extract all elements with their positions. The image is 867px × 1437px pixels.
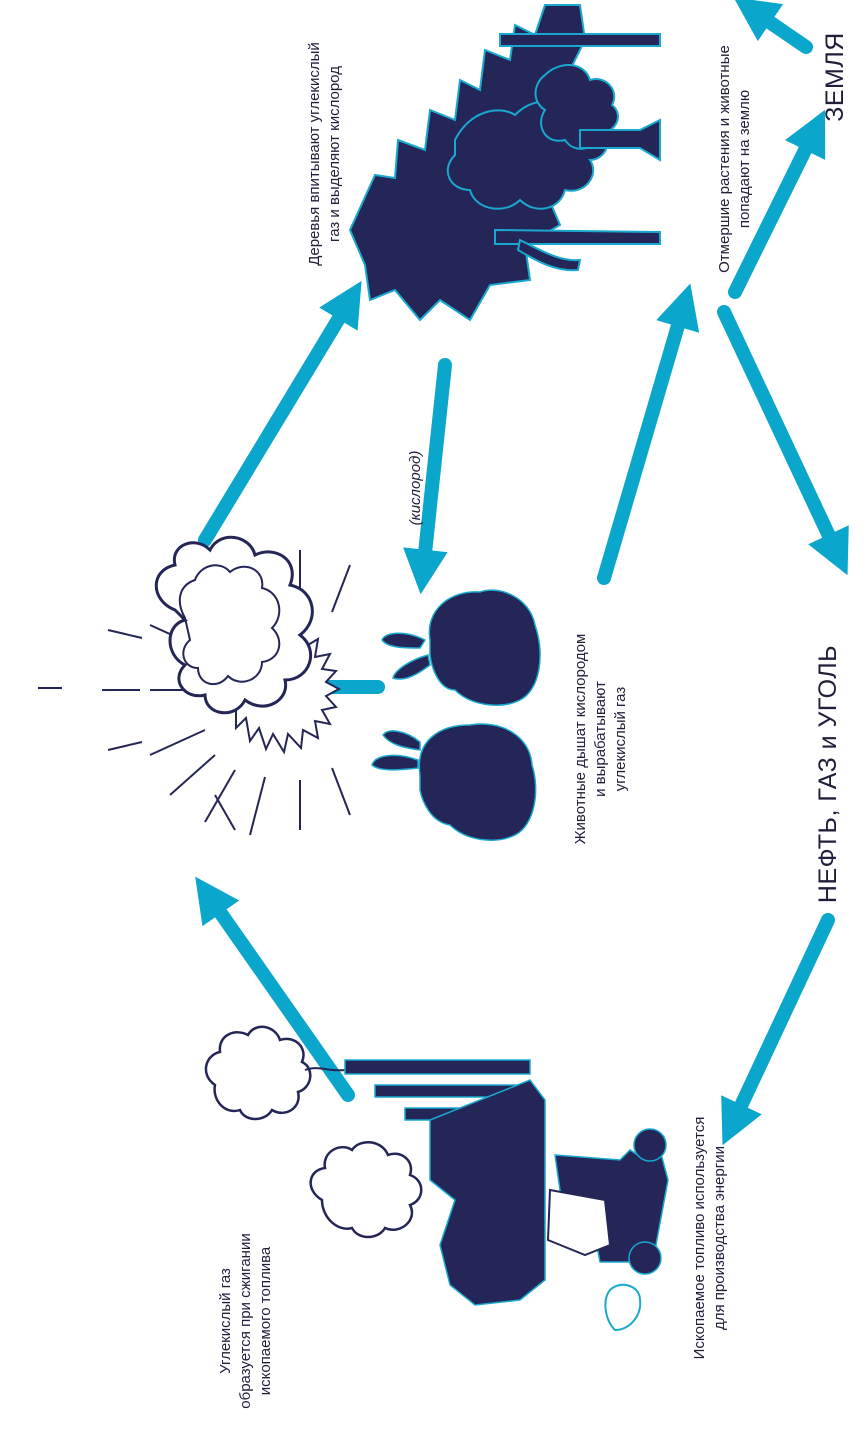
rabbits-icon bbox=[371, 589, 541, 841]
label-dead: Отмершие растения и животные попадают на… bbox=[716, 45, 753, 273]
arrow-animals-to-dead bbox=[597, 283, 700, 585]
cycle-arrows bbox=[195, 0, 849, 1146]
arrow-fuels-to-fossil bbox=[721, 913, 835, 1146]
label-trees: Деревья впитывают углекислый газ и выдел… bbox=[306, 42, 343, 266]
trees-icon bbox=[348, 4, 661, 322]
cloud-icon bbox=[154, 535, 314, 715]
factory-icon bbox=[204, 1025, 546, 1306]
label-oxygen: (кислород) bbox=[407, 450, 424, 526]
bulldozer-icon bbox=[546, 1128, 669, 1332]
label-co2: Углекислый газ образуется при сжигании и… bbox=[217, 1233, 274, 1409]
label-fuels: НЕФТЬ, ГАЗ и УГОЛЬ bbox=[814, 644, 842, 904]
label-fossil: Ископаемое топливо используется для прои… bbox=[691, 1116, 728, 1360]
arrow-factory-to-sun bbox=[195, 876, 355, 1102]
arrow-dead-to-fuels bbox=[717, 305, 849, 576]
arrow-dead-to-earth bbox=[728, 109, 826, 299]
arrow-sun-to-trees bbox=[198, 280, 362, 547]
arrow-earth-to-top bbox=[733, 0, 813, 54]
label-animals: Животные дышат кислородом и вырабатывают… bbox=[572, 633, 629, 845]
arrow-trees-to-rabbits bbox=[403, 358, 452, 595]
label-earth: ЗЕМЛЯ bbox=[821, 32, 849, 122]
